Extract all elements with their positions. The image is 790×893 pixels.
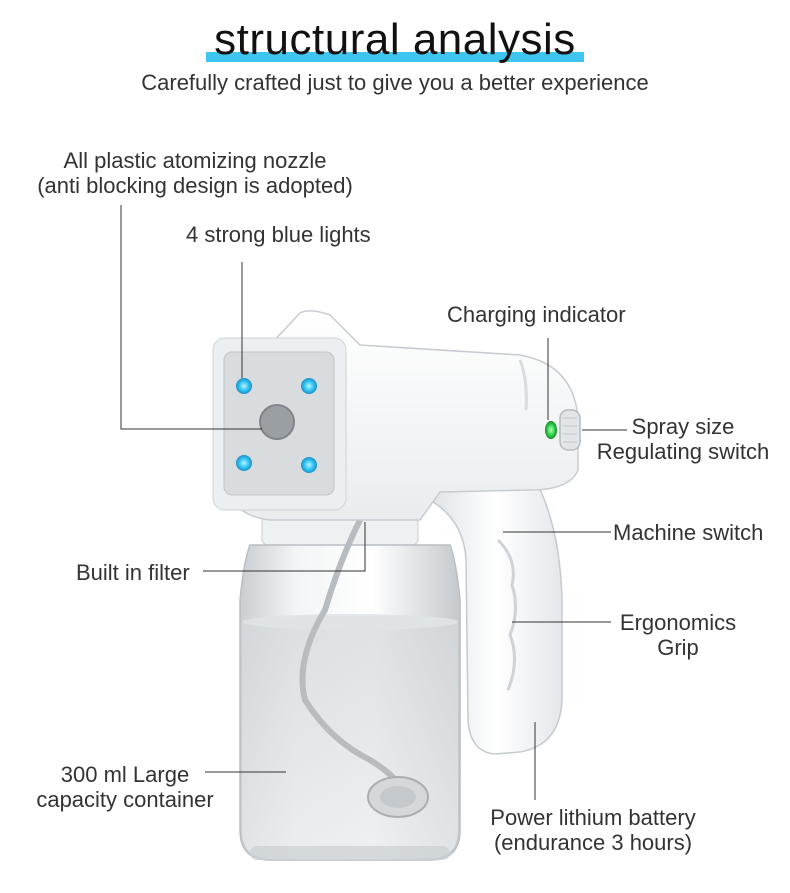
label-container: 300 ml Large capacity container	[20, 762, 230, 812]
charging-indicator-light	[545, 421, 557, 439]
label-spray-line2: Regulating switch	[596, 439, 770, 464]
label-battery-line1: Power lithium battery	[490, 805, 696, 830]
label-nozzle-line2: (anti blocking design is adopted)	[37, 173, 353, 198]
label-container-line2: capacity container	[36, 787, 214, 812]
gun-body	[212, 310, 581, 521]
filter-leader-line	[203, 522, 366, 572]
nozzle-leader-line	[120, 205, 262, 430]
label-nozzle-line1: All plastic atomizing nozzle	[63, 148, 327, 173]
label-battery-line2: (endurance 3 hours)	[493, 830, 693, 855]
spray-regulating-knob	[559, 409, 581, 451]
blue-light-3	[236, 455, 252, 471]
gun-handle	[429, 469, 563, 755]
title-area: structural analysis	[0, 14, 790, 66]
label-grip-line2: Grip	[657, 635, 699, 660]
label-grip-line1: Ergonomics	[619, 610, 737, 635]
label-charging-indicator: Charging indicator	[447, 302, 626, 327]
label-ergonomics-grip: Ergonomics Grip	[612, 610, 744, 660]
label-spray-size: Spray size Regulating switch	[586, 414, 780, 464]
page-subtitle: Carefully crafted just to give you a bet…	[141, 70, 649, 95]
label-built-in-filter: Built in filter	[76, 560, 190, 585]
blue-light-4	[301, 457, 317, 473]
label-blue-lights: 4 strong blue lights	[186, 222, 371, 247]
page-title: structural analysis	[206, 14, 584, 66]
bottle-container	[239, 514, 461, 861]
label-machine-switch: Machine switch	[613, 520, 764, 545]
leader-lines	[120, 205, 627, 800]
label-battery: Power lithium battery (endurance 3 hours…	[468, 805, 718, 855]
blue-light-1	[236, 378, 252, 394]
blue-light-2	[301, 378, 317, 394]
label-spray-line1: Spray size	[631, 414, 735, 439]
label-nozzle: All plastic atomizing nozzle (anti block…	[0, 148, 390, 198]
page-title-text: structural analysis	[214, 15, 576, 64]
label-container-line1: 300 ml Large	[60, 762, 190, 787]
